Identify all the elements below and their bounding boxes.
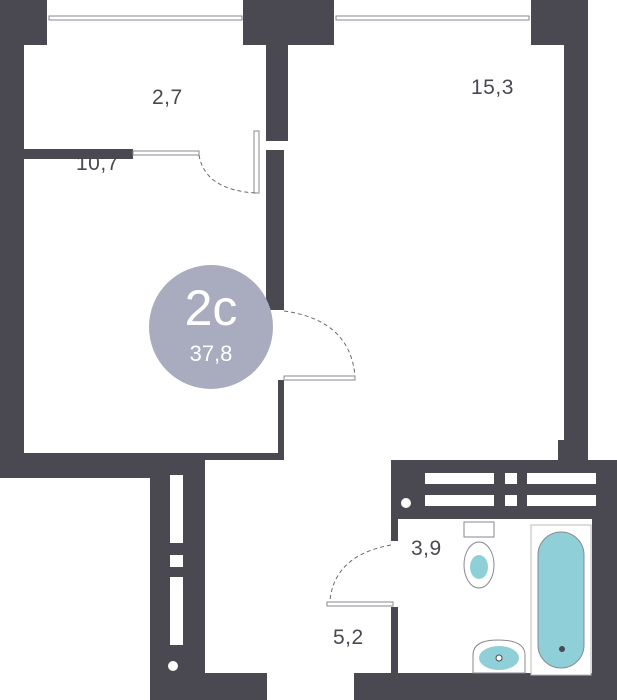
apartment-total-area: 37,8 [189,341,233,366]
room-area-bedroom: 10,7 [76,152,119,175]
sink-icon [472,639,526,674]
apartment-badge: 2с 37,8 [149,265,273,389]
windows [48,15,530,607]
room-area-wardrobe: 2,7 [152,86,183,109]
apartment-type: 2с [184,280,238,336]
room-area-living: 15,3 [471,76,514,99]
door-swings [198,154,392,601]
room-area-bathroom: 3,9 [411,537,442,560]
toilet-icon [463,521,495,589]
room-area-hall: 5,2 [333,626,364,649]
vents [168,473,596,671]
bathtub-icon [530,524,592,676]
